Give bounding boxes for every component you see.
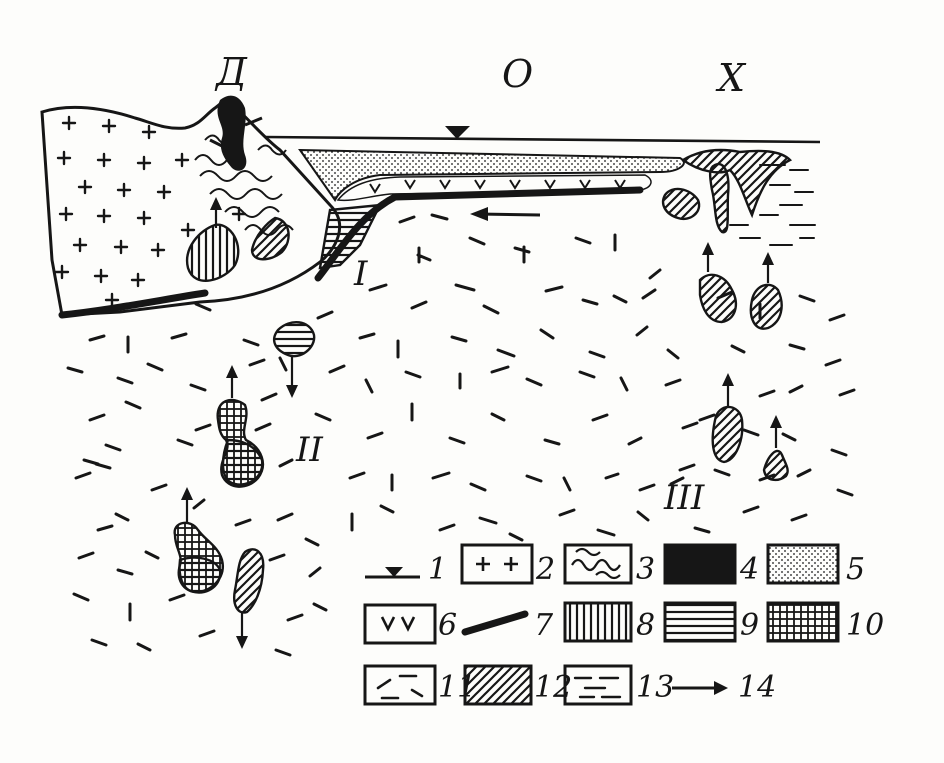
magma-bodies [173,197,789,649]
legend-number-7: 7 [534,608,554,643]
legend-symbol-11 [363,664,437,706]
legend-number-2: 2 [536,552,556,587]
legend-number-1: 1 [428,552,448,587]
subduction-arrow [470,207,541,221]
legend-symbol-7 [461,610,529,636]
region-label-o: О [502,52,534,96]
legend-symbol-5 [766,543,840,585]
volcano-core [209,95,263,171]
legend-symbol-10 [766,601,840,643]
legend-symbol-1 [365,567,420,579]
legend-symbol-4 [663,543,737,585]
region-label-d: Д [216,50,247,94]
legend-symbol-12 [463,664,533,706]
legend-symbol-2 [460,543,534,585]
legend-number-13: 13 [636,670,675,705]
legend-number-4: 4 [740,552,760,587]
legend-number-12: 12 [534,670,573,705]
legend-symbol-8 [563,601,633,643]
legend-number-5: 5 [846,552,866,587]
legend-number-6: 6 [438,608,458,643]
legend-number-9: 9 [740,608,760,643]
legend-symbol-13 [563,664,633,706]
legend-symbol-6 [363,603,437,645]
zone-label-ii: II [296,430,323,470]
legend-number-3: 3 [636,552,656,587]
granite-crosses [54,115,247,308]
zone-label-iii: III [664,478,705,518]
legend-number-8: 8 [636,608,656,643]
legend [363,543,840,706]
fold-hatch-lenses [185,216,290,282]
continental-granite-block [40,98,342,317]
zone-label-i: I [354,254,368,294]
region-label-x: Х [718,56,746,100]
sea-level-marker-icon [445,126,470,139]
legend-symbol-3 [563,543,633,585]
sea-surface [264,126,821,144]
mantle-dash-field [66,213,856,657]
legend-symbol-14 [672,681,728,695]
continental-shelf-right [58,148,816,319]
legend-number-11: 11 [438,670,477,705]
legend-number-14: 14 [738,670,777,705]
legend-number-10: 10 [846,608,885,643]
legend-symbol-9 [663,601,737,643]
